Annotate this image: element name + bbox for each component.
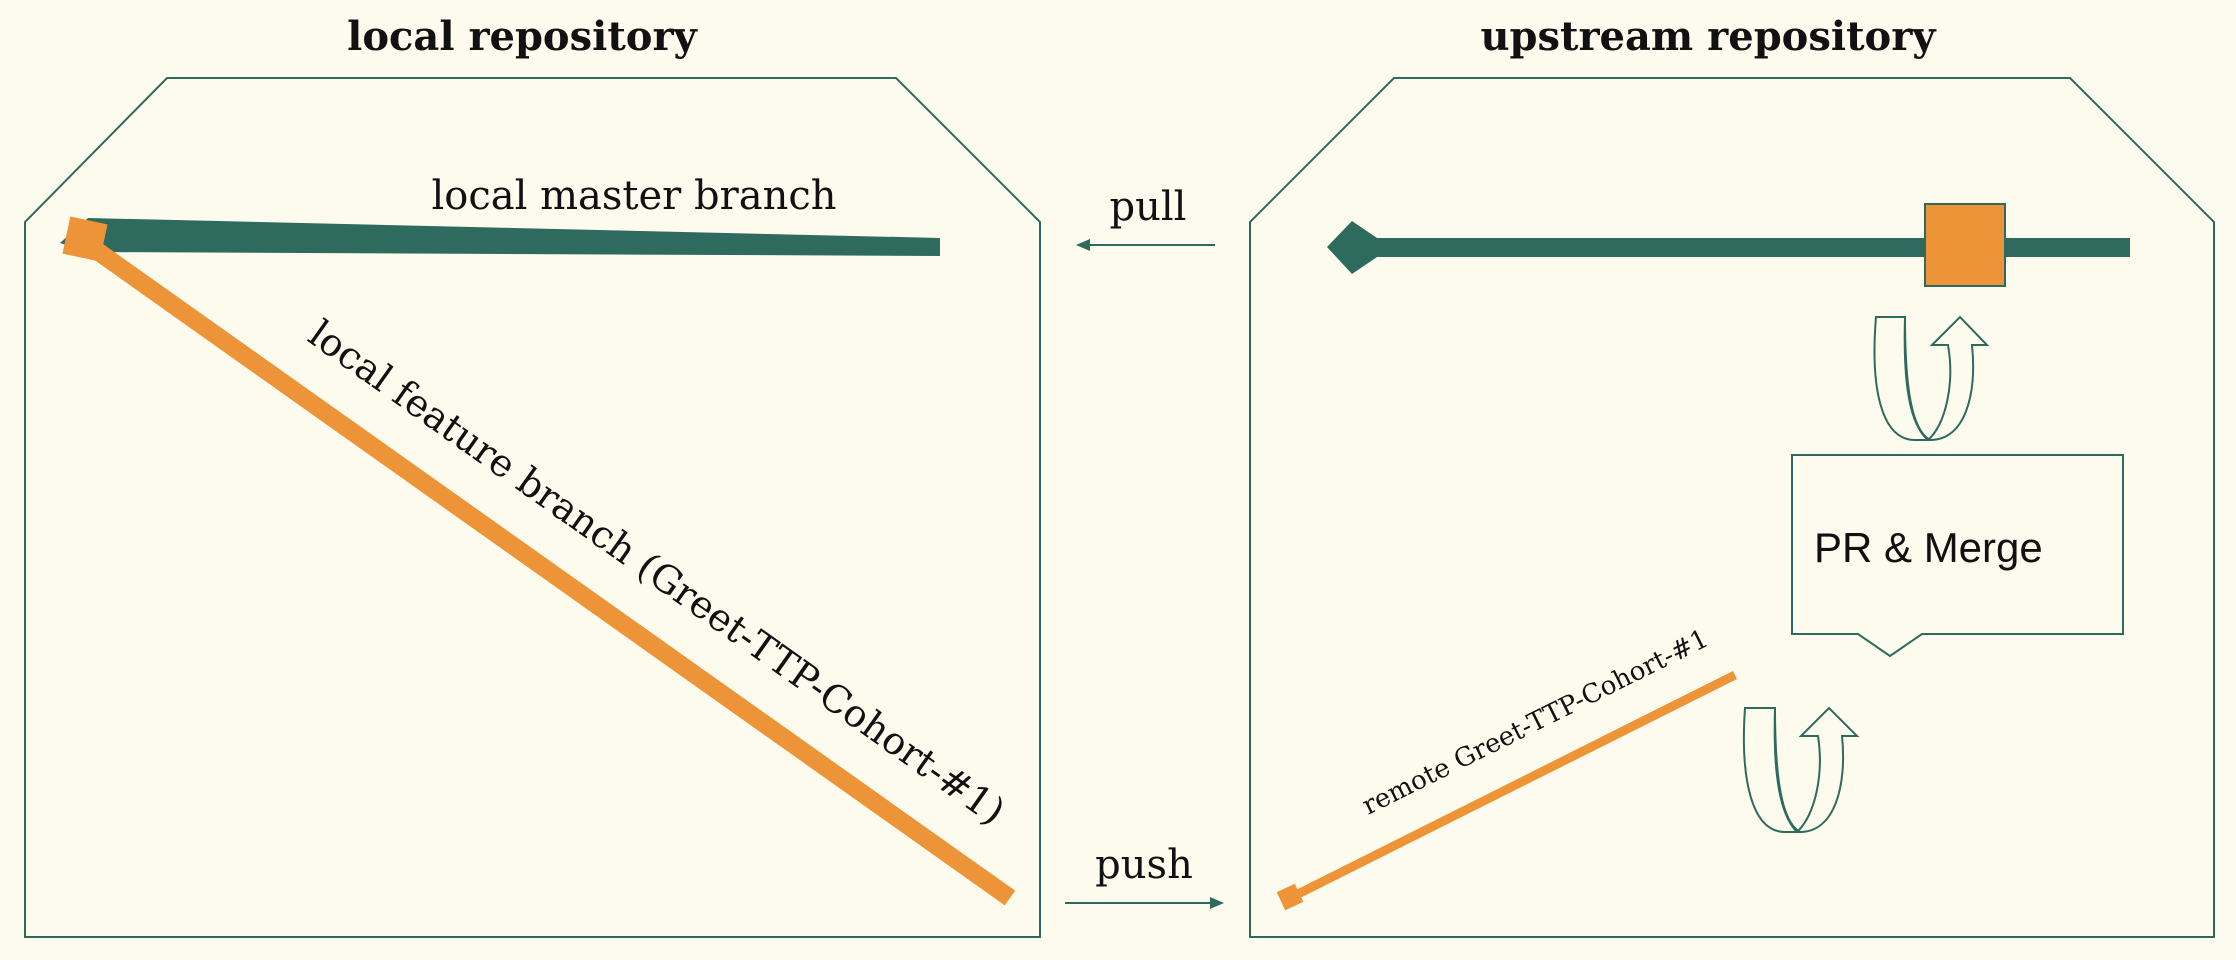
push-label: push (1095, 842, 1193, 888)
lower-u-turn-arrow-icon (1742, 706, 1860, 834)
local-repository-frame (24, 77, 1041, 938)
upstream-master-branch-line (1327, 221, 2130, 274)
merge-commit-marker (1924, 203, 2006, 287)
upstream-repository-title: upstream repository (1480, 13, 1937, 60)
upper-u-turn-arrow-icon (1873, 315, 1990, 442)
upper-u-turn-arrow-inner-curve (1904, 316, 1931, 441)
remote-feature-branch-line (1287, 670, 1738, 903)
pull-label: pull (1110, 184, 1187, 230)
local-feature-branch-line (80, 235, 1016, 906)
local-master-branch-label: local master branch (431, 173, 836, 219)
pr-merge-callout (1791, 454, 2124, 658)
lower-u-turn-arrow-inner-curve (1774, 707, 1801, 833)
local-feature-branch-label: local feature branch (Greet-TTP-Cohort-#… (301, 311, 1013, 833)
pr-merge-label: PR & Merge (1814, 524, 2043, 571)
remote-feature-branch-label: remote Greet-TTP-Cohort-#1 (1358, 624, 1714, 822)
local-feature-branch-start-marker (62, 216, 108, 262)
upstream-repository-frame (1249, 77, 2215, 938)
local-master-branch-line (60, 218, 940, 256)
remote-feature-branch-start-marker (1276, 883, 1304, 911)
local-repository-title: local repository (347, 13, 698, 60)
